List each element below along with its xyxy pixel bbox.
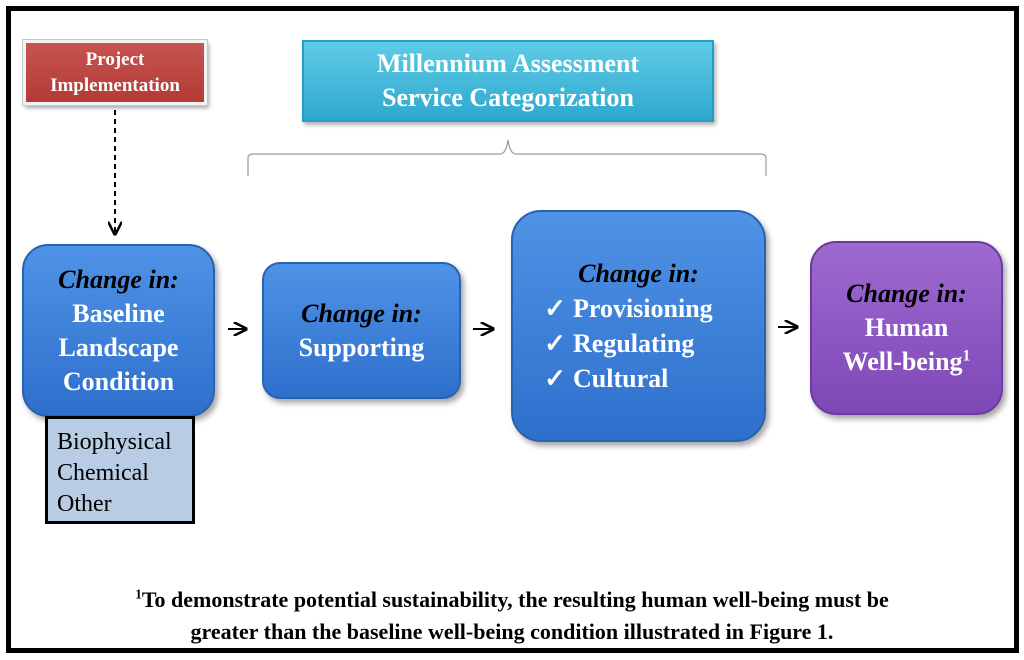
box1-line-2: Landscape xyxy=(58,332,179,362)
project-line-1: Project xyxy=(85,48,145,70)
service-label: Regulating xyxy=(573,328,695,358)
condition-type-chemical: Chemical xyxy=(57,460,149,486)
ma-line-1: Millennium Assessment xyxy=(376,49,640,78)
grouping-bracket xyxy=(247,139,767,176)
box4-heading: Change in: xyxy=(846,279,967,308)
box1-line-3: Condition xyxy=(62,366,175,396)
condition-type-biophysical: Biophysical xyxy=(57,429,172,455)
footnote: 1To demonstrate potential sustainability… xyxy=(20,584,1004,648)
footnote-line-2: greater than the baseline well-being con… xyxy=(190,619,834,644)
box4-line-1: Human xyxy=(864,313,949,342)
supporting-box: Change in: Supporting xyxy=(262,262,461,399)
box2-line-1: Supporting xyxy=(298,332,425,362)
ma-line-2: Service Categorization xyxy=(382,83,634,112)
footnote-text-1: To demonstrate potential sustainability,… xyxy=(141,587,889,612)
check-icon: ✓ xyxy=(544,293,566,323)
box4-line-2-text: Well-being xyxy=(842,347,963,376)
baseline-condition-box: Change in: Baseline Landscape Condition xyxy=(22,244,215,417)
human-wellbeing-box: Change in: Human Well-being1 xyxy=(810,241,1003,415)
box4-line-2: Well-being1 xyxy=(843,345,971,379)
service-label: Cultural xyxy=(573,363,669,393)
condition-type-other: Other xyxy=(57,491,112,517)
check-icon: ✓ xyxy=(544,328,566,358)
service-item-provisioning: ✓ Provisioning xyxy=(537,291,713,326)
box1-line-1: Baseline xyxy=(72,298,165,328)
millennium-assessment-box: Millennium Assessment Service Categoriza… xyxy=(302,40,714,122)
service-item-cultural: ✓ Cultural xyxy=(537,361,668,396)
service-item-regulating: ✓ Regulating xyxy=(537,326,694,361)
footnote-marker: 1 xyxy=(135,586,142,602)
box1-heading: Change in: xyxy=(58,264,179,294)
check-icon: ✓ xyxy=(544,363,566,393)
box3-heading: Change in: xyxy=(578,258,699,288)
service-label: Provisioning xyxy=(573,293,713,323)
footnote-line-1: 1To demonstrate potential sustainability… xyxy=(20,584,1004,616)
condition-types-box: Biophysical Chemical Other xyxy=(45,416,195,524)
project-implementation-box: Project Implementation xyxy=(22,39,208,106)
box2-heading: Change in: xyxy=(301,298,422,328)
footnote-ref: 1 xyxy=(962,347,971,365)
services-box: Change in: ✓ Provisioning ✓ Regulating ✓… xyxy=(511,210,766,442)
project-line-2: Implementation xyxy=(50,74,180,96)
